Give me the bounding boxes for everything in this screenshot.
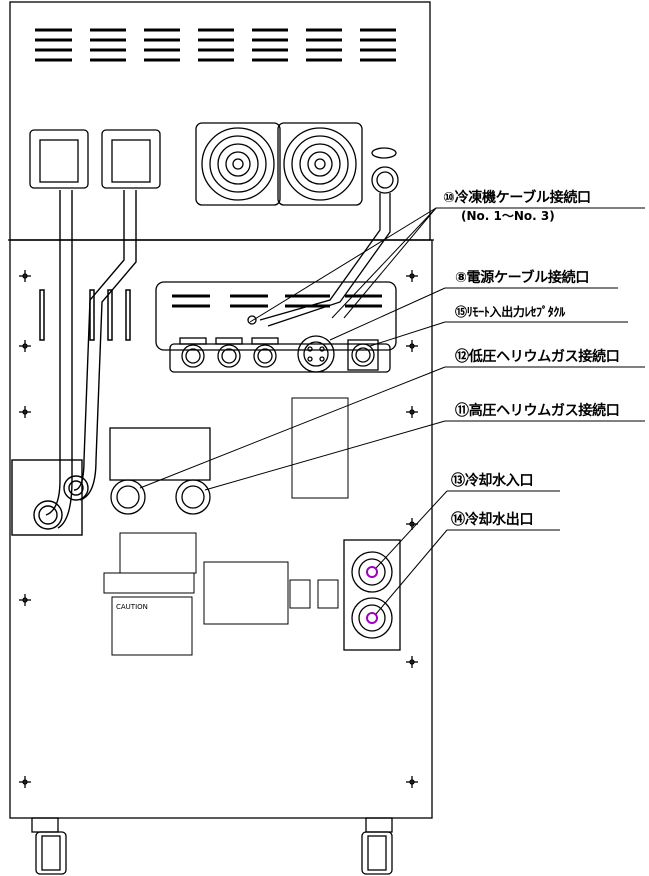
mounting-screws [19,270,418,788]
callout-12-low-pressure-helium-port: ⑫低圧ヘリウムガス接続口 [455,349,620,365]
helium-hoses [11,190,137,536]
connector-panel [155,281,397,373]
callout-10-refrigerator-cable-port: ⑩冷凍機ケーブル接続口 [443,190,591,206]
helium-gas-ports [109,427,211,515]
callout-8-power-cable-port: ⑧電源ケーブル接続口 [455,270,590,286]
caution-label-text: CAUTION [116,603,148,611]
callout-leader-lines [139,207,645,615]
warning-label-blocks [103,397,349,656]
callout-10-port-range: (No. 1～No. 3) [461,209,555,223]
cooling-water-ports [343,539,401,651]
casters [31,817,393,875]
callout-11-high-pressure-helium-port: ⑪高圧ヘリウムガス接続口 [455,403,620,419]
callout-14-cooling-water-outlet: ⑭冷却水出口 [451,512,534,528]
top-vent-slots [35,28,396,62]
callout-13-cooling-water-inlet: ⑬冷却水入口 [451,473,534,489]
side-slots [39,289,131,341]
gas-coupler-housings [29,129,161,189]
cooling-fans [195,122,363,206]
upper-housing [9,1,431,241]
lower-cabinet [9,239,433,819]
callout-15-remote-io-receptacle: ⑮ﾘﾓｰﾄ入出力ﾚｾﾌﾟﾀｸﾙ [455,305,565,319]
